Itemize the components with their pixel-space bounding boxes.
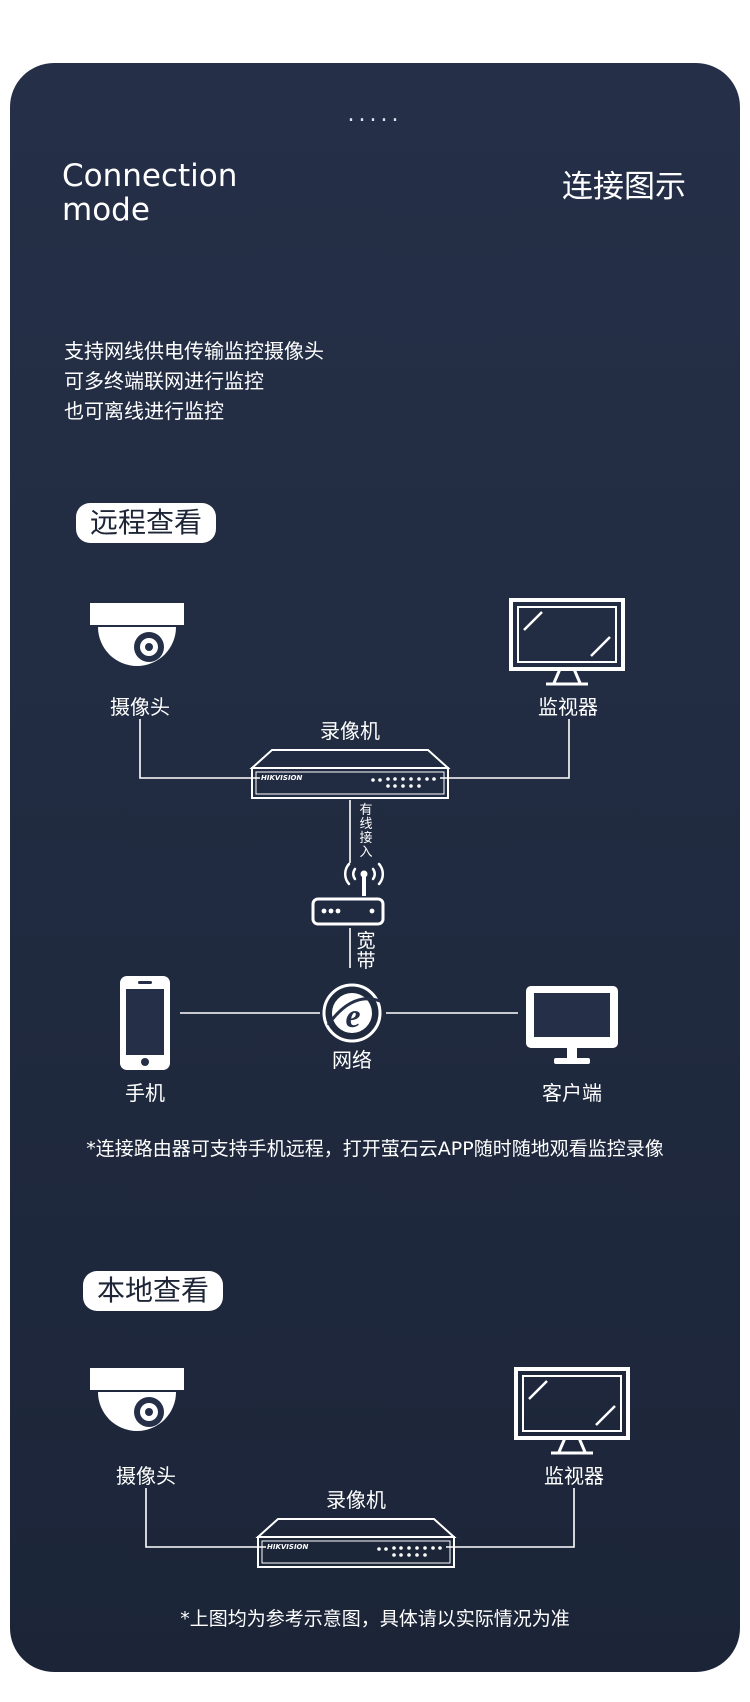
remote-note: *连接路由器可支持手机远程，打开萤石云APP随时随地观看监控录像 [86, 1138, 664, 1160]
intro-text: 支持网线供电传输监控摄像头 可多终端联网进行监控 也可离线进行监控 [64, 336, 324, 426]
nvr-recorder-icon [249, 749, 451, 799]
remote-view-badge: 远程查看 [76, 503, 217, 543]
nvr-recorder-icon [255, 1518, 457, 1568]
nvr-label: 录像机 [326, 1488, 386, 1512]
intro-line: 可多终端联网进行监控 [64, 369, 264, 393]
camera-label: 摄像头 [116, 1464, 176, 1488]
ie-network-icon: e [322, 983, 382, 1043]
monitor-icon [514, 1367, 630, 1455]
desktop-client-icon [526, 986, 618, 1064]
connection-card: ..... Connection mode 连接图示 支持网线供电传输监控摄像头… [10, 63, 740, 1672]
title-chinese: 连接图示 [562, 169, 686, 205]
wired-access-label: 有 线 接 入 [359, 803, 373, 860]
svg-text:e: e [345, 998, 360, 1035]
monitor-label: 监视器 [544, 1464, 604, 1488]
local-view-badge: 本地查看 [83, 1271, 224, 1311]
nvr-label: 录像机 [320, 719, 380, 743]
phone-icon [120, 976, 170, 1070]
network-label: 网络 [332, 1048, 372, 1072]
monitor-label: 监视器 [538, 695, 598, 719]
nvr-brand: HIKVISION [267, 1543, 309, 1551]
diagram-lines [139, 719, 575, 1548]
camera-label: 摄像头 [110, 695, 170, 719]
intro-line: 支持网线供电传输监控摄像头 [64, 339, 324, 363]
monitor-icon [509, 598, 625, 686]
phone-label: 手机 [125, 1081, 165, 1105]
dome-camera-icon [90, 1368, 184, 1431]
dome-camera-icon [90, 603, 184, 666]
decorative-dots: ..... [347, 102, 403, 127]
nvr-brand: HIKVISION [261, 774, 303, 782]
local-note: *上图均为参考示意图，具体请以实际情况为准 [180, 1608, 570, 1630]
client-label: 客户端 [542, 1081, 602, 1105]
wifi-router-icon [311, 862, 385, 926]
broadband-label: 宽 带 [356, 930, 376, 972]
title-english: Connection mode [62, 158, 238, 228]
intro-line: 也可离线进行监控 [64, 399, 224, 423]
